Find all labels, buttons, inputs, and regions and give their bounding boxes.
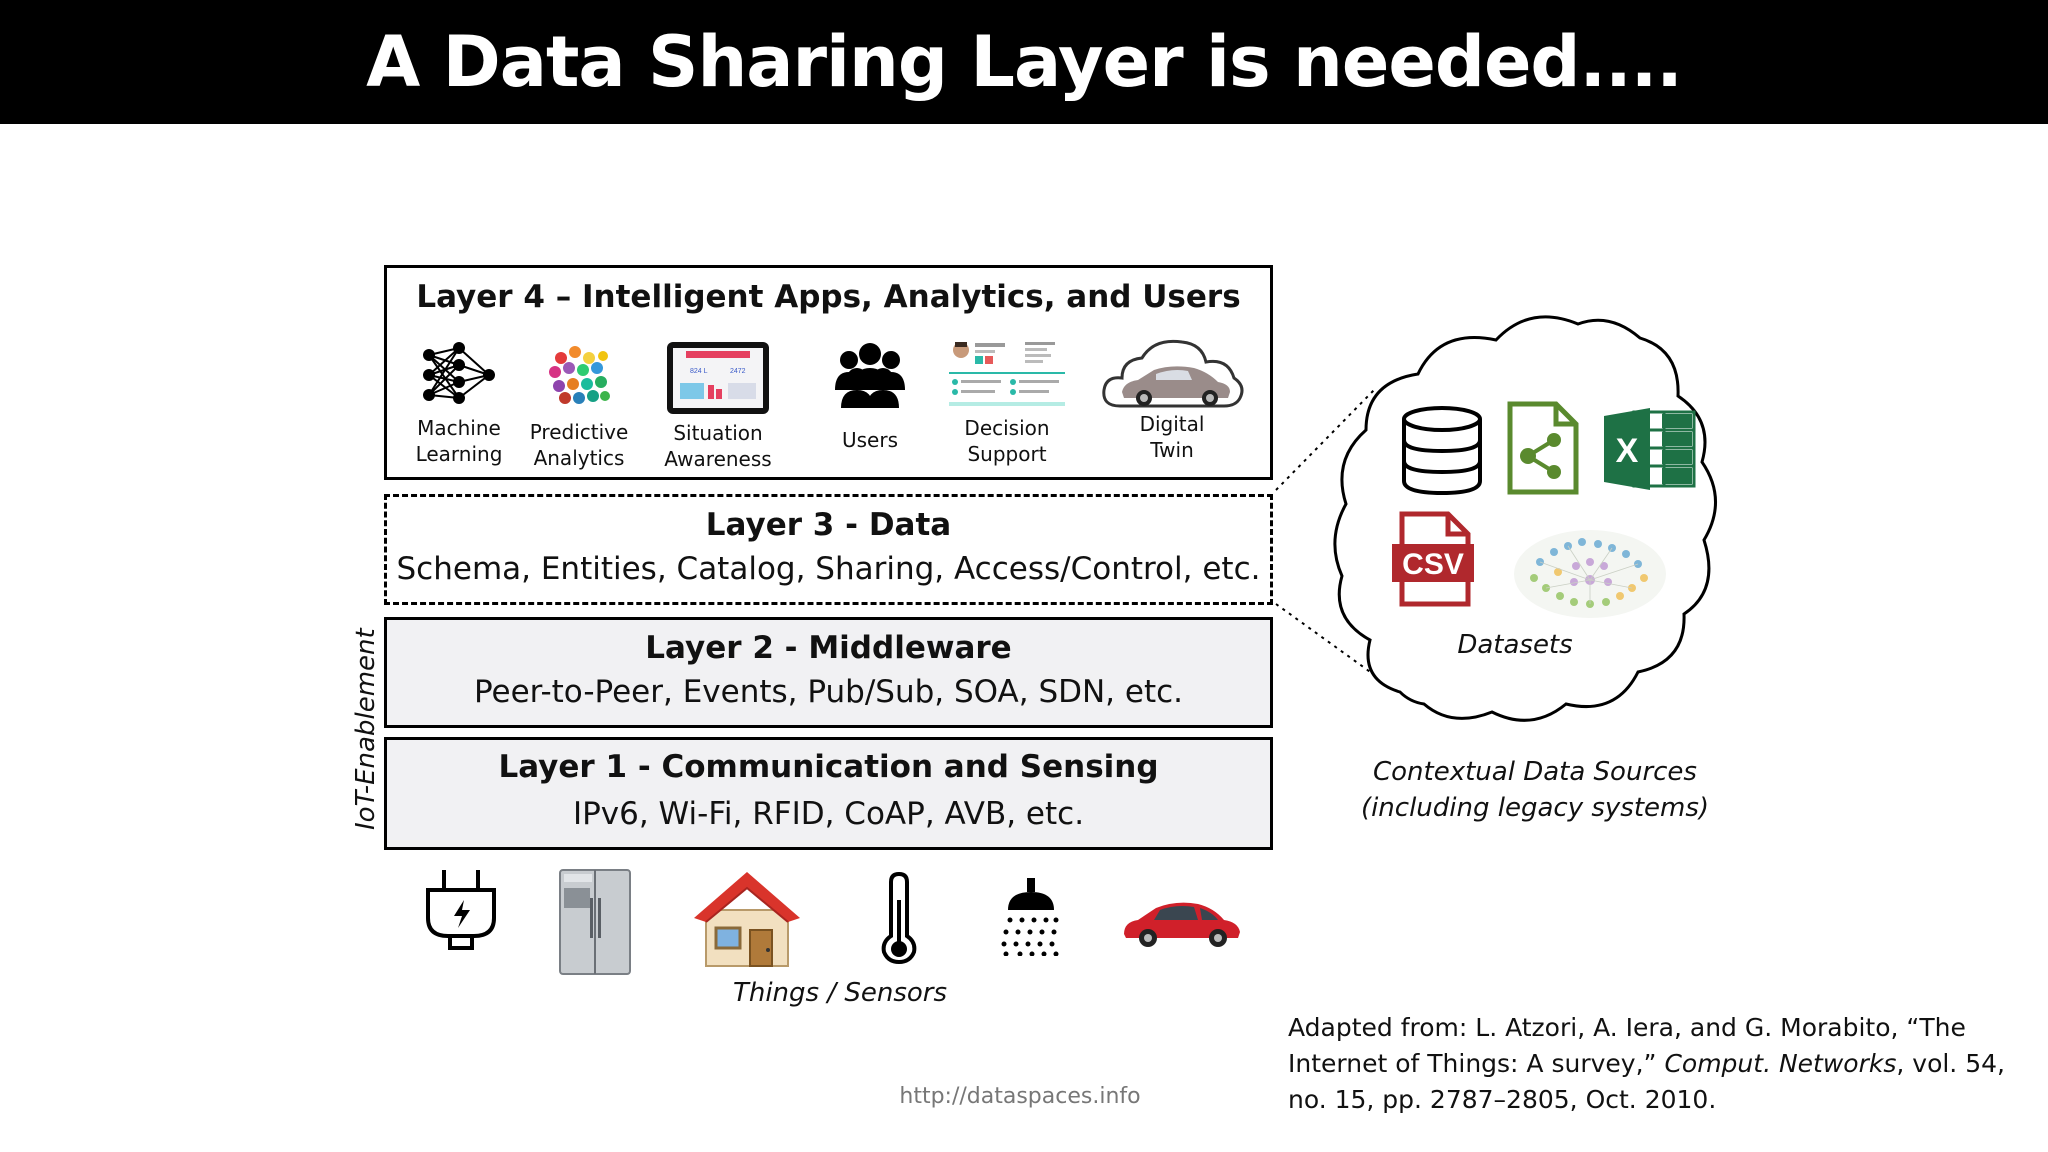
power-plug-icon (426, 870, 496, 950)
caption-line2: (including legacy systems) (1360, 793, 1710, 823)
data-cube-icon (549, 346, 610, 404)
excel-icon: X (1604, 408, 1696, 490)
thing-power-plug (420, 866, 502, 961)
thermometer-icon (881, 871, 917, 965)
contextual-data-sources-caption: Contextual Data Sources (including legac… (1340, 754, 1730, 826)
thing-car (1120, 896, 1244, 953)
svg-text:2472: 2472 (730, 368, 746, 375)
thing-shower (996, 876, 1066, 961)
layer-3-title: Layer 3 - Data (705, 507, 952, 543)
dashboard-tablet-icon: 824 L 2472 (667, 342, 769, 414)
app-machine-learning: Machine Learning (394, 340, 524, 467)
decision-support-screen-icon (947, 338, 1067, 408)
csv-icon-text: CSV (1402, 548, 1464, 581)
citation-line2-a: Internet of Things: A survey,” (1288, 1049, 1665, 1078)
connector-bottom-line (1275, 603, 1399, 693)
layer-2-subtitle: Peer-to-Peer, Events, Pub/Sub, SOA, SDN,… (473, 674, 1184, 710)
app-label-line2: Analytics (533, 446, 625, 470)
neural-network-icon (423, 342, 495, 404)
caption-line1: Contextual Data Sources (1373, 757, 1697, 787)
layer-1-box: Layer 1 - Communication and Sensing IPv6… (384, 737, 1273, 850)
app-decision-support: Decision Support (942, 338, 1072, 467)
graph-file-icon (1507, 401, 1579, 495)
linked-data-cloud-icon (1514, 530, 1666, 618)
app-label-line2: Support (967, 442, 1047, 466)
users-group-icon (835, 343, 905, 408)
slide-title: A Data Sharing Layer is needed.... (366, 21, 1683, 103)
app-label-line1: Decision (964, 416, 1050, 440)
citation-journal: Comput. Networks (1664, 1049, 1897, 1078)
app-label-line2: Awareness (664, 447, 772, 471)
database-icon (1402, 406, 1482, 496)
app-label-line2: Learning (415, 442, 503, 466)
app-label-line1: Situation (673, 421, 763, 445)
things-sensors-label: Things / Sensors (732, 978, 948, 1008)
title-bar (0, 0, 2048, 124)
thing-house (690, 866, 804, 977)
app-users: Users (805, 342, 935, 453)
app-label-line1: Machine (417, 416, 501, 440)
layer-1-subtitle: IPv6, Wi-Fi, RFID, CoAP, AVB, etc. (572, 796, 1085, 832)
app-label-line1: Users (841, 428, 898, 452)
iot-enablement-label: IoT-Enablement (351, 628, 381, 830)
app-label-line2: Twin (1150, 438, 1194, 462)
layer-3-subtitle: Schema, Entities, Catalog, Sharing, Acce… (396, 551, 1261, 587)
thing-thermometer (874, 871, 924, 969)
datasets-cloud-diagram (1275, 315, 1717, 722)
layer-3-box: Layer 3 - Data Schema, Entities, Catalog… (384, 494, 1273, 605)
citation-line2-c: , vol. 54, (1896, 1049, 2005, 1078)
citation-line2: Internet of Things: A survey,” Comput. N… (1288, 1046, 2008, 1082)
citation: Adapted from: L. Atzori, A. Iera, and G.… (1288, 1010, 2008, 1118)
csv-file-icon: CSV (1392, 511, 1474, 607)
thing-refrigerator (542, 868, 648, 983)
datasets-label: Datasets (1457, 630, 1573, 660)
layer-2-box: Layer 2 - Middleware Peer-to-Peer, Event… (384, 617, 1273, 728)
source-url[interactable]: http://dataspaces.info (899, 1084, 1141, 1109)
car-in-cloud-icon (1102, 339, 1244, 408)
svg-text:824 L: 824 L (690, 368, 708, 375)
excel-icon-letter: X (1616, 432, 1639, 470)
citation-line1: Adapted from: L. Atzori, A. Iera, and G.… (1288, 1013, 1966, 1042)
citation-line3: no. 15, pp. 2787–2805, Oct. 2010. (1288, 1085, 1717, 1114)
shower-head-icon (1001, 878, 1059, 957)
layer-2-title: Layer 2 - Middleware (645, 630, 1012, 666)
app-situation-awareness: 824 L 2472 Situation Awareness (653, 341, 783, 472)
app-digital-twin: Digital Twin (1092, 334, 1252, 463)
app-label-line1: Digital (1139, 412, 1205, 436)
layer-1-title: Layer 1 - Communication and Sensing (498, 749, 1159, 785)
app-predictive-analytics: Predictive Analytics (514, 338, 644, 471)
app-label-line1: Predictive (529, 420, 629, 444)
layer-4-box: Layer 4 – Intelligent Apps, Analytics, a… (384, 265, 1273, 480)
house-icon (694, 872, 800, 967)
refrigerator-icon (559, 869, 631, 975)
car-icon (1124, 902, 1240, 947)
layer-4-title: Layer 4 – Intelligent Apps, Analytics, a… (416, 279, 1241, 315)
